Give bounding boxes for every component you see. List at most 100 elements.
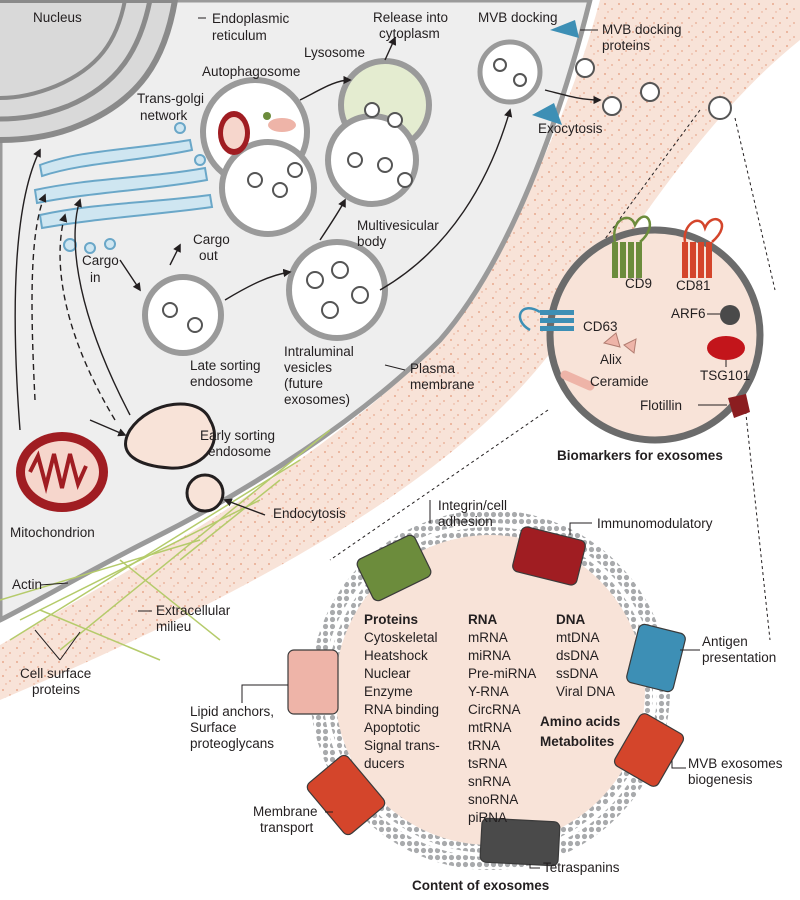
- zoom-connectors: [329, 109, 776, 641]
- flotillin-protein: [728, 394, 750, 418]
- rna-item: miRNA: [468, 648, 511, 663]
- lipid-anchor-block: [287, 649, 339, 715]
- nucleus-label: Nucleus: [33, 10, 82, 25]
- cd9-label: CD9: [625, 276, 652, 291]
- cd63-protein: [518, 307, 574, 332]
- membrane-transport-2: transport: [260, 820, 314, 835]
- actin-label: Actin: [12, 577, 42, 592]
- alix-protein: [602, 332, 637, 354]
- autophagosome: [200, 77, 317, 237]
- protein-item: ducers: [364, 756, 405, 771]
- alix-label: Alix: [600, 352, 622, 367]
- actin-filaments: [0, 429, 331, 661]
- release-label-1: Release into: [373, 10, 448, 25]
- er-label-1: Endoplasmic: [212, 11, 290, 26]
- protein-item: Heatshock: [364, 648, 428, 663]
- cell-region: [0, 0, 800, 700]
- trans-golgi-network: [33, 122, 214, 254]
- biomarkers-panel: CD9 CD81 CD63 ARF6 Alix TSG101 Ceramide …: [518, 215, 764, 463]
- mvb-docking-vesicle: [477, 20, 579, 125]
- immuno-block: [512, 526, 586, 586]
- late-sorting-endosome: [142, 274, 224, 356]
- cargo-out-1: Cargo: [193, 232, 230, 247]
- amino-acids-label: Amino acids: [540, 714, 620, 729]
- late-sorting-2: endosome: [190, 374, 253, 389]
- dna-item: dsDNA: [556, 648, 599, 663]
- metabolites-label: Metabolites: [540, 734, 614, 749]
- early-sorting-2: endosome: [208, 444, 271, 459]
- autophagosome-label: Autophagosome: [202, 64, 300, 79]
- membrane-transport-1: Membrane: [253, 804, 318, 819]
- rna-item: CircRNA: [468, 702, 521, 717]
- biomarkers-title: Biomarkers for exosomes: [557, 448, 723, 463]
- protein-item: Signal trans-: [364, 738, 440, 753]
- cell-surface-1: Cell surface: [20, 666, 91, 681]
- cd81-protein: [682, 217, 724, 278]
- rna-item: tRNA: [468, 738, 500, 753]
- flotillin-label: Flotillin: [640, 398, 682, 413]
- intraluminal-1: Intraluminal: [284, 344, 354, 359]
- nucleus: [0, 0, 179, 143]
- rna-item: Pre-miRNA: [468, 666, 536, 681]
- dna-item: ssDNA: [556, 666, 598, 681]
- mvb-docking-proteins-2: proteins: [602, 38, 650, 53]
- pathway-arrows: [14, 36, 602, 516]
- rna-item: tsRNA: [468, 756, 507, 771]
- rna-item: mRNA: [468, 630, 508, 645]
- dna-item: mtDNA: [556, 630, 600, 645]
- protein-item: RNA binding: [364, 702, 439, 717]
- cargo-in-2: in: [90, 270, 101, 285]
- multivesicular-body: [286, 239, 388, 341]
- er-label-2: reticulum: [212, 28, 267, 43]
- mvb-biogenesis-block: [613, 713, 685, 787]
- rna-item: snRNA: [468, 774, 511, 789]
- arf6-protein: [720, 305, 740, 325]
- mvb-label-1: Multivesicular: [357, 218, 439, 233]
- tetraspanins-label: Tetraspanins: [543, 860, 620, 875]
- integrin-block: [356, 534, 432, 602]
- tetraspanins-block: [479, 817, 561, 867]
- tsg101-label: TSG101: [700, 368, 750, 383]
- late-sorting-1: Late sorting: [190, 358, 261, 373]
- protein-item: Cytoskeletal: [364, 630, 438, 645]
- extracellular-1: Extracellular: [156, 603, 231, 618]
- mvb-bio-label-2: biogenesis: [688, 772, 753, 787]
- lipid-label-1: Lipid anchors,: [190, 704, 274, 719]
- ceramide-lipid: [560, 370, 595, 391]
- content-title: Content of exosomes: [412, 878, 549, 893]
- golgi-label-1: Trans-golgi: [137, 91, 204, 106]
- extracellular-2: milieu: [156, 619, 191, 634]
- cell-labels: Nucleus Endoplasmic reticulum Trans-golg…: [10, 10, 682, 697]
- antigen-block: [626, 623, 686, 693]
- arf6-label: ARF6: [671, 306, 706, 321]
- golgi-label-2: network: [140, 108, 188, 123]
- cargo-out-2: out: [199, 248, 218, 263]
- lysosome-label: Lysosome: [304, 45, 365, 60]
- early-sorting-endosome: [124, 402, 216, 470]
- cd81-label: CD81: [676, 278, 711, 293]
- cd9-protein: [612, 215, 652, 278]
- plasma-membrane-1: Plasma: [410, 361, 456, 376]
- rna-heading: RNA: [468, 612, 497, 627]
- rna-item: Y-RNA: [468, 684, 509, 699]
- endocytosis-label: Endocytosis: [273, 506, 346, 521]
- protein-item: Nuclear: [364, 666, 411, 681]
- antigen-label-2: presentation: [702, 650, 776, 665]
- mvb-docking-label: MVB docking: [478, 10, 558, 25]
- extracellular-band: [0, 0, 800, 700]
- exocytosis-label: Exocytosis: [538, 121, 603, 136]
- dna-heading: DNA: [556, 612, 585, 627]
- lipid-label-3: proteoglycans: [190, 736, 274, 751]
- release-label-2: cytoplasm: [379, 26, 440, 41]
- cargo-in-1: Cargo: [82, 253, 119, 268]
- rna-item: snoRNA: [468, 792, 518, 807]
- protein-item: Apoptotic: [364, 720, 421, 735]
- lysosome: [325, 58, 432, 207]
- early-sorting-1: Early sorting: [200, 428, 275, 443]
- rna-item: piRNA: [468, 810, 507, 825]
- lipid-label-2: Surface: [190, 720, 237, 735]
- ceramide-label: Ceramide: [590, 374, 649, 389]
- cell-surface-2: proteins: [32, 682, 80, 697]
- immuno-label: Immunomodulatory: [597, 516, 713, 531]
